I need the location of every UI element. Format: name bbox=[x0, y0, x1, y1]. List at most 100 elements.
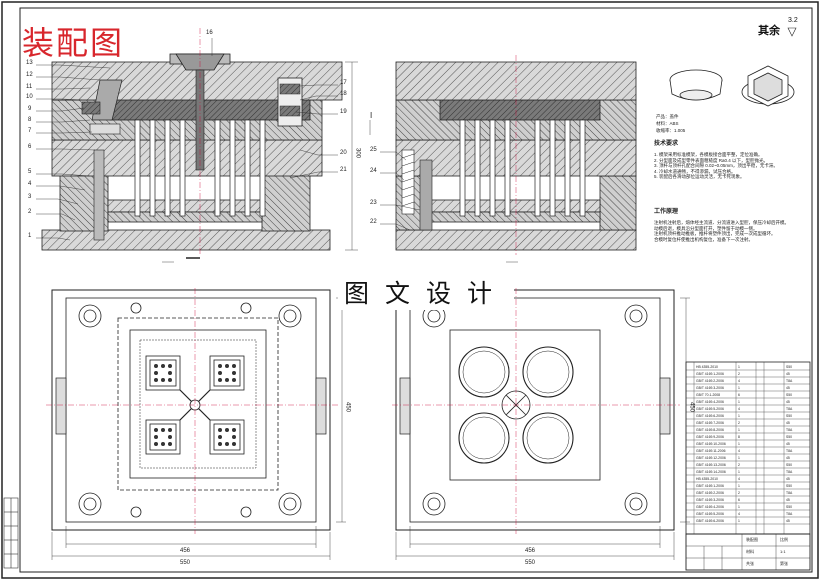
svg-text:T8A: T8A bbox=[786, 512, 793, 516]
part-callout-20: 20 bbox=[340, 150, 347, 156]
part-callout-3: 3 bbox=[28, 194, 32, 200]
working-principle-line: 注射机注射后，熔体经主流道、分流道进入型腔，保压冷却后开模。 bbox=[654, 220, 789, 225]
upper-dimension-lines bbox=[345, 61, 358, 251]
drawing-title: 装配图 bbox=[22, 24, 125, 62]
svg-text:45: 45 bbox=[786, 372, 790, 376]
svg-text:GB/T 4169.1-2006: GB/T 4169.1-2006 bbox=[696, 372, 724, 376]
svg-text:T8A: T8A bbox=[786, 470, 793, 474]
svg-text:GB/T 4169.5-2006: GB/T 4169.5-2006 bbox=[696, 512, 724, 516]
svg-text:GB/T 4169.11-2006: GB/T 4169.11-2006 bbox=[696, 449, 726, 453]
part-callout-9: 9 bbox=[28, 106, 32, 112]
lower-left-dimensions bbox=[51, 297, 346, 560]
svg-text:1: 1 bbox=[738, 414, 740, 418]
svg-text:1: 1 bbox=[738, 519, 740, 523]
svg-text:GB/T 4169.12-2006: GB/T 4169.12-2006 bbox=[696, 456, 726, 460]
svg-text:GB/T 70.1-2008: GB/T 70.1-2008 bbox=[696, 393, 720, 397]
svg-text:2: 2 bbox=[738, 372, 740, 376]
working-principle-list: 注射机注射后，熔体经主流道、分流道进入型腔，保压冷却后开模。动模后退，模具沿分型… bbox=[654, 220, 804, 242]
svg-text:GB/T 4169.13-2006: GB/T 4169.13-2006 bbox=[696, 463, 726, 467]
plan-view-fixed-half bbox=[392, 288, 690, 560]
tech-requirement-line: 5. 装配后各滑动部位运动灵活，无卡死现象。 bbox=[654, 174, 745, 180]
svg-text:1: 1 bbox=[738, 442, 740, 446]
svg-text:2: 2 bbox=[738, 463, 740, 467]
working-principle-line: 注射机顶杆推动推板，推杆将塑件顶出，完成一次成型循环。 bbox=[654, 231, 776, 237]
part-callout-12: 12 bbox=[26, 72, 33, 78]
part-callout-5: 5 bbox=[28, 169, 32, 175]
svg-text:4: 4 bbox=[738, 477, 740, 481]
svg-text:T8A: T8A bbox=[786, 407, 793, 411]
svg-text:45: 45 bbox=[786, 456, 790, 460]
svg-text:T8A: T8A bbox=[786, 428, 793, 432]
part-callout-19: 19 bbox=[340, 109, 347, 115]
svg-text:45: 45 bbox=[786, 400, 790, 404]
svg-text:2: 2 bbox=[738, 491, 740, 495]
part-callout-4: 4 bbox=[28, 181, 32, 187]
svg-text:45: 45 bbox=[786, 421, 790, 425]
title-block-material: 材料 bbox=[746, 549, 754, 554]
svg-text:GB/T 4169.10-2006: GB/T 4169.10-2006 bbox=[696, 442, 726, 446]
plan-view-moving-half bbox=[46, 288, 346, 560]
product-material: 材料：ABS bbox=[656, 121, 679, 126]
svg-text:2: 2 bbox=[738, 421, 740, 425]
part-callout-1: 1 bbox=[28, 233, 32, 239]
svg-text:4: 4 bbox=[738, 407, 740, 411]
tech-requirements-heading: 技术要求 bbox=[654, 141, 679, 147]
svg-text:T8A: T8A bbox=[786, 491, 793, 495]
tech-requirement-line: 2. 分型面及成型零件表面粗糙度 Ra0.4 以下，型腔抛光。 bbox=[654, 157, 769, 163]
svg-text:45: 45 bbox=[786, 442, 790, 446]
part-callout-13: 13 bbox=[26, 60, 33, 66]
svg-text:4: 4 bbox=[738, 379, 740, 383]
dim-height-right: 450 bbox=[688, 402, 695, 413]
part-callout-24: 24 bbox=[370, 168, 377, 174]
roughness-symbol bbox=[787, 27, 797, 37]
svg-text:S50: S50 bbox=[786, 484, 792, 488]
svg-text:45: 45 bbox=[786, 498, 790, 502]
title-block-name: 装配图 bbox=[746, 537, 758, 542]
dim-width-outer-left: 550 bbox=[180, 560, 191, 566]
part-callout-17: 17 bbox=[340, 80, 347, 86]
svg-text:1: 1 bbox=[738, 484, 740, 488]
svg-text:GB/T 4169.7-2006: GB/T 4169.7-2006 bbox=[696, 421, 724, 425]
svg-text:GB/T 4169.2-2006: GB/T 4169.2-2006 bbox=[696, 379, 724, 383]
svg-text:45: 45 bbox=[786, 519, 790, 523]
svg-text:GB/T 4169.6-2006: GB/T 4169.6-2006 bbox=[696, 519, 724, 523]
part-callout-25: 25 bbox=[370, 147, 377, 153]
part-callout-7: 7 bbox=[28, 128, 32, 134]
svg-text:4: 4 bbox=[738, 512, 740, 516]
svg-text:S50: S50 bbox=[786, 414, 792, 418]
svg-text:S50: S50 bbox=[786, 365, 792, 369]
section-mark: I bbox=[370, 111, 373, 120]
svg-text:6: 6 bbox=[738, 498, 740, 502]
svg-text:GB/T 4169.1-2006: GB/T 4169.1-2006 bbox=[696, 484, 724, 488]
svg-text:GB/T 4169.4-2006: GB/T 4169.4-2006 bbox=[696, 400, 724, 404]
tech-requirements-list: 1. 模架采用标准模架，各模板接合面平整，定位准确。2. 分型面及成型零件表面粗… bbox=[654, 152, 804, 180]
callout-leaders bbox=[36, 38, 338, 241]
svg-text:1: 1 bbox=[738, 365, 740, 369]
svg-text:S50: S50 bbox=[786, 505, 792, 509]
svg-text:1: 1 bbox=[738, 400, 740, 404]
product-name: 产品：盖件 bbox=[656, 114, 679, 119]
svg-text:GB/T 4169.2-2006: GB/T 4169.2-2006 bbox=[696, 491, 724, 495]
part-callout-16: 16 bbox=[206, 30, 213, 36]
cavity-circles-right bbox=[458, 346, 574, 464]
part-callout-11: 11 bbox=[26, 84, 33, 90]
part-callout-6: 6 bbox=[28, 144, 32, 150]
title-block-sheet-no: 第张 bbox=[780, 561, 788, 566]
part-callout-22: 22 bbox=[370, 219, 377, 225]
part-callout-2: 2 bbox=[28, 209, 32, 215]
svg-text:GB/T 4169.9-2006: GB/T 4169.9-2006 bbox=[696, 435, 724, 439]
svg-text:1: 1 bbox=[738, 505, 740, 509]
tech-requirement-line: 3. 顶杆与顶杆孔配合间隙 0.02~0.05mm，顶出平稳，无卡滞。 bbox=[654, 163, 778, 169]
svg-text:S50: S50 bbox=[786, 435, 792, 439]
working-principle-line: 动模后退，模具沿分型面打开，塑件留于动模一侧。 bbox=[654, 225, 758, 231]
svg-text:T8A: T8A bbox=[786, 379, 793, 383]
dim-width-inner-right: 456 bbox=[525, 548, 536, 554]
part-callout-18: 18 bbox=[340, 91, 347, 97]
dim-width-inner-left: 456 bbox=[180, 548, 191, 554]
product-isometric-views bbox=[669, 65, 795, 107]
svg-text:GB/T 4169.8-2006: GB/T 4169.8-2006 bbox=[696, 428, 724, 432]
svg-text:HB 4355-2010: HB 4355-2010 bbox=[696, 365, 718, 369]
